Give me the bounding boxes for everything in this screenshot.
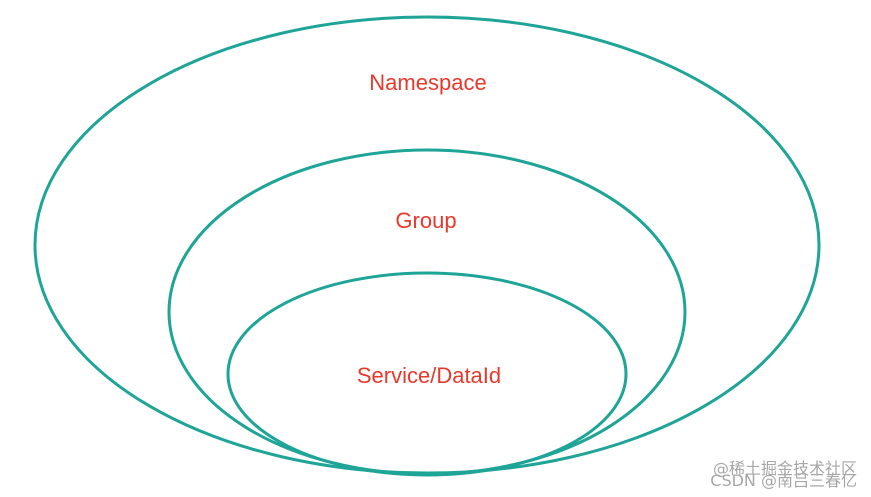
service-dataid-label: Service/DataId	[357, 363, 501, 388]
group-ring	[167, 148, 687, 476]
namespace-label: Namespace	[369, 70, 486, 95]
watermark: @稀土掘金技术社区 CSDN @南吕三春亿	[710, 459, 857, 490]
service-dataid-ring	[226, 271, 628, 477]
group-label: Group	[395, 208, 456, 233]
watermark-line-2: CSDN @南吕三春亿	[710, 471, 857, 490]
watermark-line-1: @稀土掘金技术社区	[713, 459, 857, 478]
